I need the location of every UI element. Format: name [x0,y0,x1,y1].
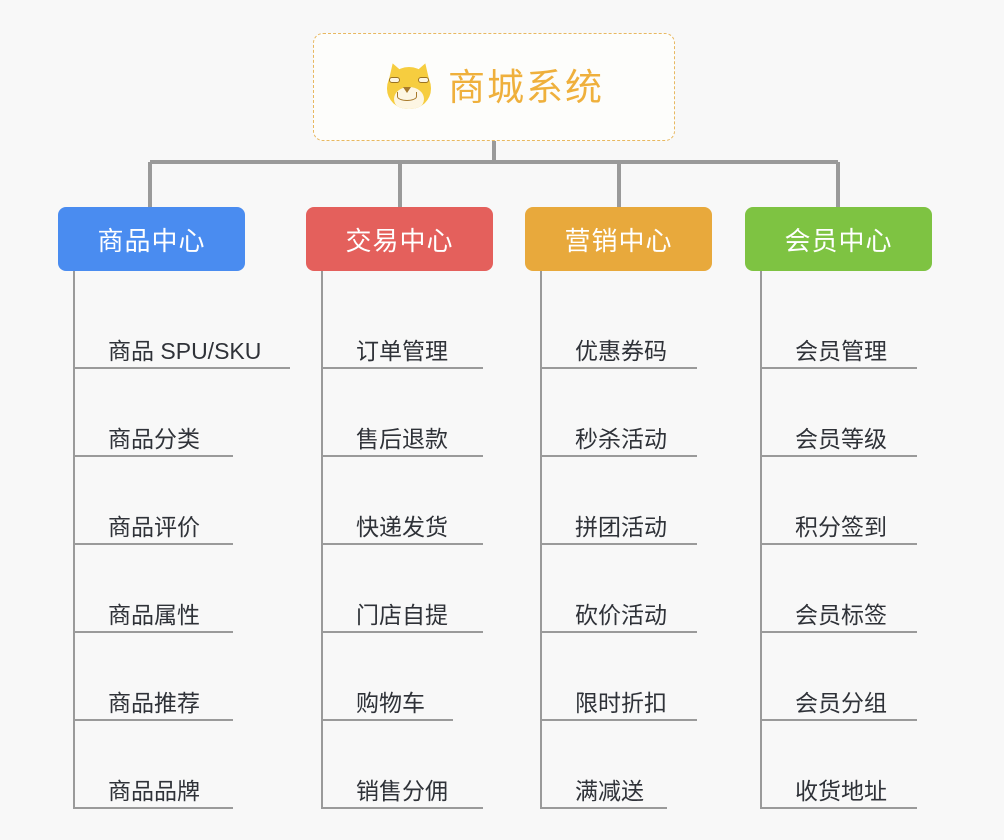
leaf-item[interactable]: 商品品牌 [75,721,258,809]
leaf-label: 积分签到 [795,513,887,540]
root-title: 商城系统 [448,66,604,108]
leaf-label: 优惠券码 [575,337,667,364]
leaf-label: 满减送 [575,777,644,804]
leaf-list-member-center: 会员管理 会员等级 积分签到 会员标签 会员分组 收货地址 [760,271,945,809]
leaf-item[interactable]: 会员分组 [762,633,945,721]
leaf-list-product-center: 商品 SPU/SKU 商品分类 商品评价 商品属性 商品推荐 商品品牌 [73,271,290,809]
leaf-item[interactable]: 商品 SPU/SKU [75,281,290,369]
leaf-item[interactable]: 限时折扣 [542,633,725,721]
category-header-member-center[interactable]: 会员中心 [745,207,932,271]
leaf-label: 商品分类 [108,425,200,452]
leaf-list-trade-center: 订单管理 售后退款 快递发货 门店自提 购物车 销售分佣 [321,271,506,809]
leaf-item[interactable]: 满减送 [542,721,725,809]
leaf-label: 会员分组 [795,689,887,716]
leaf-item[interactable]: 商品属性 [75,545,258,633]
leaf-item[interactable]: 商品推荐 [75,633,258,721]
leaf-label: 商品评价 [108,513,200,540]
category-header-label: 营销中心 [564,225,673,256]
leaf-item[interactable]: 砍价活动 [542,545,725,633]
leaf-label: 砍价活动 [575,601,667,628]
leaf-item[interactable]: 商品评价 [75,457,258,545]
shiba-dog-face-icon [384,60,434,112]
leaf-label: 快递发货 [356,513,448,540]
leaf-label: 门店自提 [356,601,448,628]
leaf-label: 会员管理 [795,337,887,364]
leaf-item[interactable]: 购物车 [323,633,506,721]
category-header-product-center[interactable]: 商品中心 [58,207,245,271]
category-header-label: 会员中心 [784,225,893,256]
leaf-label: 商品品牌 [108,777,200,804]
root-node[interactable]: 商城系统 [313,33,675,141]
leaf-label: 拼团活动 [575,513,667,540]
leaf-item[interactable]: 门店自提 [323,545,506,633]
leaf-item[interactable]: 快递发货 [323,457,506,545]
leaf-item[interactable]: 订单管理 [323,281,506,369]
leaf-item[interactable]: 秒杀活动 [542,369,725,457]
leaf-label: 会员等级 [795,425,887,452]
leaf-item[interactable]: 积分签到 [762,457,945,545]
leaf-list-marketing-center: 优惠券码 秒杀活动 拼团活动 砍价活动 限时折扣 满减送 [540,271,725,809]
leaf-item[interactable]: 会员等级 [762,369,945,457]
leaf-item[interactable]: 售后退款 [323,369,506,457]
branch-column-member-center: 会员中心 会员管理 会员等级 积分签到 会员标签 会员分组 收货地址 [745,207,945,809]
leaf-label: 购物车 [356,689,425,716]
leaf-item[interactable]: 会员管理 [762,281,945,369]
leaf-item[interactable]: 收货地址 [762,721,945,809]
leaf-label: 收货地址 [795,777,887,804]
leaf-item[interactable]: 销售分佣 [323,721,506,809]
leaf-label: 销售分佣 [356,777,448,804]
leaf-label: 限时折扣 [575,689,667,716]
leaf-label: 商品属性 [108,601,200,628]
leaf-item[interactable]: 会员标签 [762,545,945,633]
category-header-marketing-center[interactable]: 营销中心 [525,207,712,271]
branch-column-marketing-center: 营销中心 优惠券码 秒杀活动 拼团活动 砍价活动 限时折扣 满减送 [525,207,725,809]
leaf-label: 订单管理 [356,337,448,364]
leaf-label: 售后退款 [356,425,448,452]
leaf-label: 商品推荐 [108,689,200,716]
branch-column-trade-center: 交易中心 订单管理 售后退款 快递发货 门店自提 购物车 销售分佣 [306,207,506,809]
leaf-item[interactable]: 商品分类 [75,369,258,457]
leaf-item[interactable]: 拼团活动 [542,457,725,545]
leaf-label: 秒杀活动 [575,425,667,452]
category-header-trade-center[interactable]: 交易中心 [306,207,493,271]
category-header-label: 商品中心 [97,225,206,256]
leaf-item[interactable]: 优惠券码 [542,281,725,369]
leaf-label: 商品 SPU/SKU [108,337,262,364]
leaf-label: 会员标签 [795,601,887,628]
branch-column-product-center: 商品中心 商品 SPU/SKU 商品分类 商品评价 商品属性 商品推荐 商品品牌 [58,207,290,809]
category-header-label: 交易中心 [345,225,454,256]
